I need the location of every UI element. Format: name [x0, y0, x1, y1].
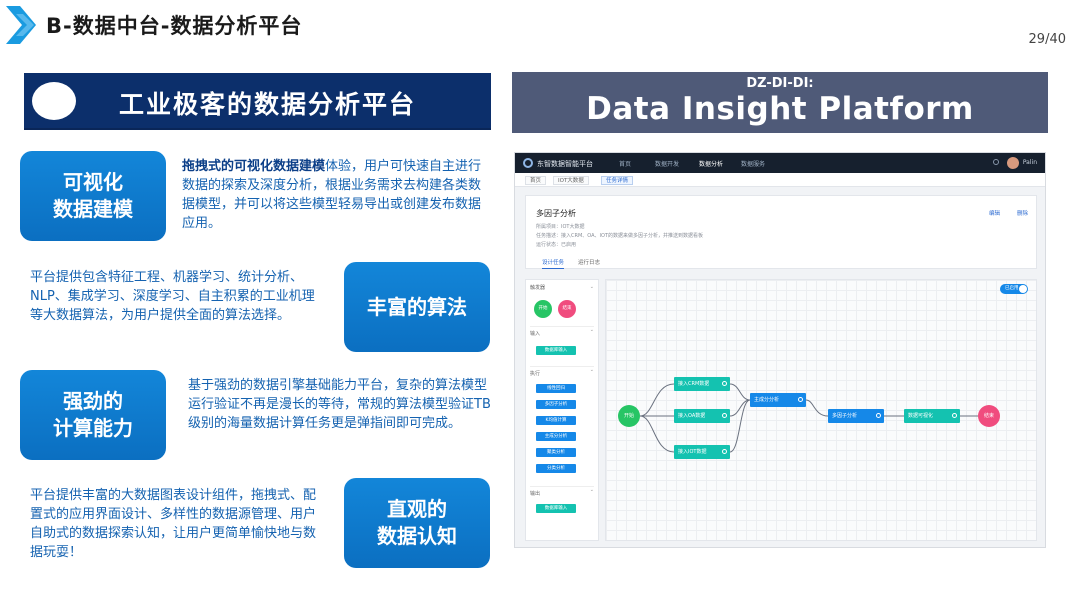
palette-node-db-output[interactable]: 数据库输入 [536, 504, 576, 513]
tab-task-detail[interactable]: 任务详情 [601, 176, 634, 185]
palette-end-node[interactable]: 结束 [558, 300, 576, 318]
enable-toggle[interactable]: 已启用 [1000, 284, 1028, 294]
app-topbar: 东智数据智能平台 首页 数据开发 数据分析 数据服务 Palin [515, 153, 1045, 173]
page-number: 29/40 [1028, 32, 1066, 47]
tab-home[interactable]: 首页 [525, 176, 547, 185]
chevron-down-icon: ⌄ [589, 284, 594, 290]
delete-button[interactable]: 删除 [1016, 211, 1028, 217]
task-desc: 任务描述：接入CRM、OA、IOT的数据来做多因子分析，并推送到数据看板 [536, 233, 704, 239]
page-tabs: 首页 IOT大数据 任务详情 [515, 173, 1045, 187]
flow-canvas[interactable]: 已启用 开始 接入CRM数据 接入OA数据 接入IOT数据 主成分分析 多因子分… [605, 279, 1037, 541]
nav-home[interactable]: 首页 [619, 161, 632, 168]
left-banner: 工业极客的数据分析平台 [24, 73, 491, 128]
palette-node-exec[interactable]: K均值计算 [536, 416, 576, 425]
tab-run-log[interactable]: 运行日志 [578, 260, 601, 266]
nav-data-analysis[interactable]: 数据分析 [699, 161, 724, 168]
right-banner: DZ-DI-DI: Data Insight Platform [512, 72, 1048, 133]
flow-node-step[interactable]: 多因子分析 [828, 409, 884, 423]
feature-text-modeling: 拖拽式的可视化数据建模体验，用户可快速自主进行数据的探索及深度分析，根据业务需求… [182, 159, 482, 231]
right-banner-title: Data Insight Platform [586, 91, 974, 127]
page-title: B-数据中台-数据分析平台 [46, 14, 303, 38]
header-chevron-icon [6, 6, 36, 44]
settings-icon[interactable] [993, 159, 999, 165]
palette-section-exec[interactable]: 执行⌄ [530, 366, 594, 377]
flow-node-step[interactable]: 数据可视化 [904, 409, 960, 423]
feature-text-computing: 基于强劲的数据引擎基础能力平台，复杂的算法模型运行验证不再是漫长的等待，常规的算… [188, 378, 491, 431]
flow-node-input[interactable]: 接入OA数据 [674, 409, 730, 423]
palette-node-exec[interactable]: 线性回归 [536, 384, 576, 393]
feature-box-modeling: 可视化 数据建模 [20, 151, 166, 241]
node-palette: 触发器⌄ 开始 结束 输入⌄ 数据库输入 执行⌄ 线性回归 多因子分析 K均值计… [525, 279, 599, 541]
palette-section-trigger[interactable]: 触发器⌄ [530, 284, 594, 291]
nav-data-service[interactable]: 数据服务 [741, 161, 766, 168]
palette-node-exec[interactable]: 主成分分析 [536, 432, 576, 441]
flow-node-input[interactable]: 接入IOT数据 [674, 445, 730, 459]
palette-section-input[interactable]: 输入⌄ [530, 326, 594, 337]
palette-node-exec[interactable]: 多因子分析 [536, 400, 576, 409]
palette-node-db-input[interactable]: 数据库输入 [536, 346, 576, 355]
palette-start-node[interactable]: 开始 [534, 300, 552, 318]
banner-circle-icon [32, 82, 76, 120]
feature-box-computing: 强劲的 计算能力 [20, 370, 166, 460]
palette-node-exec[interactable]: 分类分析 [536, 464, 576, 473]
palette-node-exec[interactable]: 聚类分析 [536, 448, 576, 457]
flow-node-step[interactable]: 主成分分析 [750, 393, 806, 407]
edit-button[interactable]: 编辑 [988, 211, 1000, 217]
feature-text-cognition: 平台提供丰富的大数据图表设计组件，拖拽式、配置式的应用界面设计、多样性的数据源管… [30, 488, 317, 560]
task-title: 多因子分析 [536, 209, 576, 218]
task-project: 所属项目：IOT大数据 [536, 224, 585, 230]
flow-start-node[interactable]: 开始 [618, 405, 640, 427]
task-card: 多因子分析 所属项目：IOT大数据 任务描述：接入CRM、OA、IOT的数据来做… [525, 195, 1037, 269]
flow-node-input[interactable]: 接入CRM数据 [674, 377, 730, 391]
app-screenshot: 东智数据智能平台 首页 数据开发 数据分析 数据服务 Palin 首页 IOT大… [514, 152, 1046, 548]
flow-end-node[interactable]: 结束 [978, 405, 1000, 427]
tab-iot[interactable]: IOT大数据 [553, 176, 589, 185]
feature-lead-modeling: 拖拽式的可视化数据建模 [182, 159, 326, 174]
flow-connectors [639, 383, 978, 453]
nav-data-dev[interactable]: 数据开发 [655, 161, 680, 168]
avatar[interactable] [1007, 157, 1019, 169]
right-banner-subtitle: DZ-DI-DI: [746, 76, 814, 91]
feature-box-cognition: 直观的 数据认知 [344, 478, 490, 568]
palette-section-output[interactable]: 输出⌄ [530, 486, 594, 497]
feature-box-algorithms: 丰富的算法 [344, 262, 490, 352]
user-name[interactable]: Palin [1022, 159, 1037, 166]
task-status: 运行状态：已启用 [536, 242, 577, 248]
app-name: 东智数据智能平台 [537, 160, 593, 168]
feature-text-algorithms: 平台提供包含特征工程、机器学习、统计分析、NLP、集成学习、深度学习、自主积累的… [30, 270, 315, 323]
app-logo-icon [523, 158, 533, 168]
left-banner-title: 工业极客的数据分析平台 [119, 90, 417, 119]
tab-design-task[interactable]: 设计任务 [542, 258, 565, 269]
